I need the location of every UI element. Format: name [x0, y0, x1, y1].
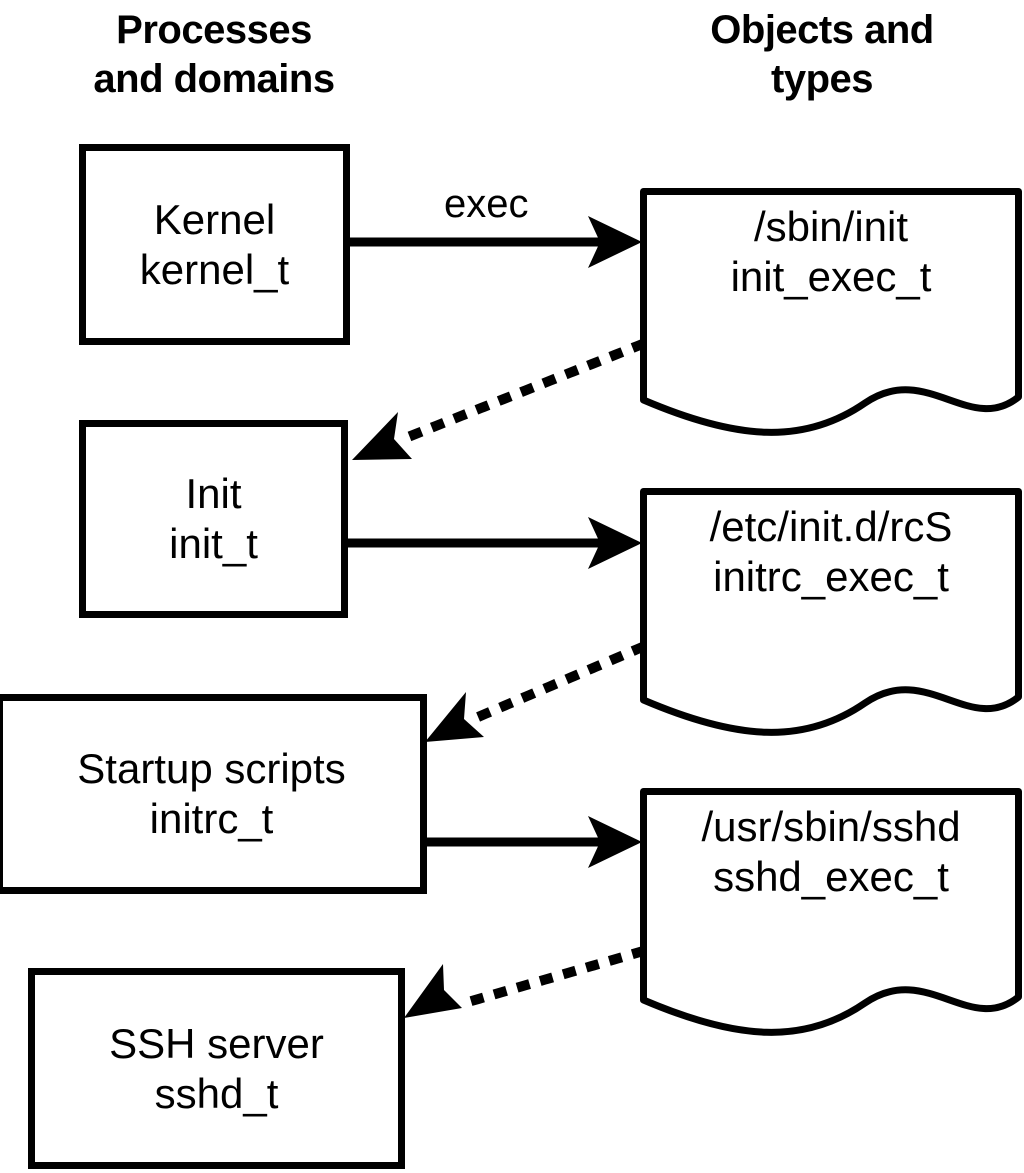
edge-initrc-exec-to-startup-scripts — [425, 641, 647, 742]
node-kernel-type: kernel_t — [139, 245, 290, 293]
column-heading-processes-line2: and domains — [93, 56, 335, 101]
node-init[interactable]: Init init_t — [79, 420, 348, 618]
arrowhead-icon — [588, 816, 642, 868]
column-heading-objects-line2: types — [771, 56, 874, 101]
edge-startup-scripts-to-sshd-exec — [425, 816, 642, 868]
node-init-type: init_t — [169, 520, 258, 567]
node-init-exec-text: /sbin/init init_exec_t — [640, 202, 1022, 301]
node-sshd-exec-path: /usr/sbin/sshd — [701, 803, 961, 850]
column-heading-objects-line1: Objects and — [710, 8, 934, 52]
node-sshd-exec[interactable]: /usr/sbin/sshd sshd_exec_t — [640, 788, 1022, 1038]
document-shape-icon — [640, 788, 1022, 1036]
column-heading-objects: Objects and types — [620, 6, 1024, 104]
node-sshd-exec-type: sshd_exec_t — [713, 852, 949, 900]
node-startup-scripts-type: initrc_t — [149, 795, 274, 842]
node-init-exec-path: /sbin/init — [753, 203, 909, 250]
node-ssh-server-type: sshd_t — [154, 1069, 279, 1117]
document-shape-icon — [640, 188, 1022, 436]
node-startup-scripts[interactable]: Startup scripts initrc_t — [0, 694, 427, 894]
arrowhead-icon — [352, 412, 412, 460]
edge-sshd-exec-to-ssh-server — [404, 945, 647, 1018]
node-initrc-exec-type: initrc_exec_t — [713, 552, 949, 600]
edge-init-exec-to-init — [352, 338, 647, 460]
edge-label-exec: exec — [444, 182, 529, 226]
node-startup-scripts-name: Startup scripts — [77, 745, 346, 793]
node-initrc-exec-path: /etc/init.d/rcS — [709, 503, 953, 550]
document-shape-icon — [640, 488, 1022, 736]
node-kernel[interactable]: Kernel kernel_t — [79, 144, 350, 345]
arrowhead-icon — [588, 216, 642, 268]
node-init-exec-type: init_exec_t — [730, 252, 932, 300]
edge-init-to-initrc-exec — [348, 517, 642, 569]
node-ssh-server-name: SSH server — [109, 1019, 324, 1067]
node-init-exec[interactable]: /sbin/init init_exec_t — [640, 188, 1022, 438]
node-sshd-exec-text: /usr/sbin/sshd sshd_exec_t — [640, 802, 1022, 901]
node-initrc-exec-text: /etc/init.d/rcS initrc_exec_t — [640, 502, 1022, 601]
arrowhead-icon — [404, 964, 462, 1018]
column-heading-processes: Processes and domains — [34, 6, 394, 104]
column-heading-processes-line1: Processes — [116, 8, 312, 52]
node-init-name: Init — [185, 470, 242, 518]
arrowhead-icon — [425, 692, 484, 742]
node-kernel-name: Kernel — [153, 195, 276, 243]
arrowhead-icon — [588, 517, 642, 569]
node-initrc-exec[interactable]: /etc/init.d/rcS initrc_exec_t — [640, 488, 1022, 738]
node-ssh-server[interactable]: SSH server sshd_t — [28, 968, 405, 1169]
